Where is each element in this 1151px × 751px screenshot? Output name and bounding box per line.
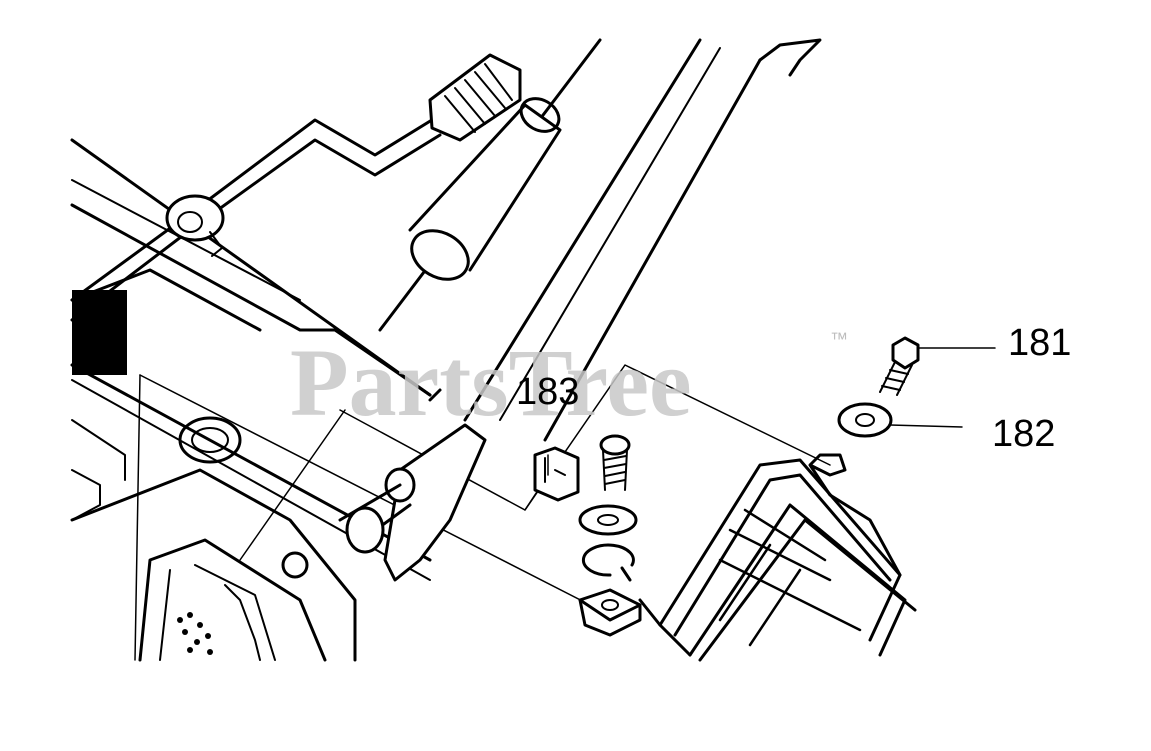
part-181-bolt [879, 336, 920, 396]
watermark-text: PartsTree [290, 329, 692, 436]
small-bolt [599, 434, 631, 491]
callout-leaders [547, 347, 996, 476]
part-183-clip [533, 446, 580, 502]
mower-deck [70, 138, 432, 662]
wire-bail [638, 453, 917, 662]
callout-181: 181 [1008, 322, 1071, 364]
part-182-washer [837, 402, 893, 438]
knob-assembly [338, 423, 487, 582]
handle-tubes [378, 38, 822, 442]
lock-washer [581, 543, 635, 582]
callout-183: 183 [516, 371, 579, 413]
nut-plate [578, 588, 642, 637]
small-washer [578, 504, 638, 536]
callout-182: 182 [992, 413, 1055, 455]
crank-rod [70, 53, 522, 322]
watermark: PartsTree ™ [290, 329, 848, 436]
watermark-trademark: ™ [830, 329, 848, 349]
